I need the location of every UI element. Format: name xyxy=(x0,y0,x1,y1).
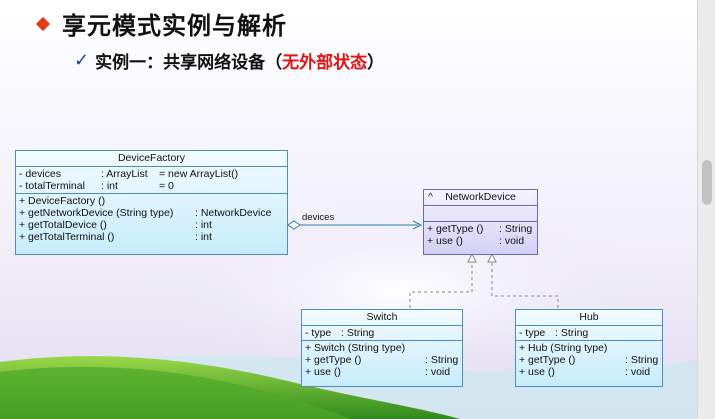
attribute-name: - type xyxy=(519,327,546,339)
operation-row: + getTotalDevice () : int xyxy=(19,219,284,231)
class-networkdevice[interactable]: ^ NetworkDevice + getType () : String + … xyxy=(423,189,538,255)
title-row: 享元模式实例与解析 xyxy=(35,6,287,41)
subtitle-text: 实例一：共享网络设备（ xyxy=(95,53,283,73)
operation-row: + Switch (String type) xyxy=(305,342,459,354)
operation-row: + getNetworkDevice (String type) : Netwo… xyxy=(19,207,284,219)
operation-type: : void xyxy=(625,366,651,378)
attribute-row: - type : String xyxy=(519,327,659,339)
operation-name: + Hub (String type) xyxy=(519,342,608,354)
operation-name: + getType () xyxy=(427,223,484,235)
operation-type: : void xyxy=(425,366,451,378)
class-operations: + getType () : String + use () : void xyxy=(424,222,537,248)
operation-row: + getType () : String xyxy=(519,354,659,366)
operation-type: : int xyxy=(195,219,212,231)
check-mark-icon: ✓ xyxy=(74,50,90,71)
generalization-switch-arrow xyxy=(467,252,477,263)
attribute-name: - devices xyxy=(19,168,62,180)
attribute-init: = 0 xyxy=(159,180,174,192)
operation-type: : String xyxy=(425,354,459,366)
aggregation-diamond xyxy=(287,220,301,230)
attribute-init: = new ArrayList() xyxy=(159,168,239,180)
class-name: Hub xyxy=(516,310,662,326)
class-operations: + Hub (String type) + getType () : Strin… xyxy=(516,341,662,379)
generalization-hub xyxy=(491,262,559,308)
class-name: Switch xyxy=(302,310,462,326)
attribute-type: : ArrayList xyxy=(101,168,148,180)
operation-type: : String xyxy=(499,223,533,235)
class-operations: + Switch (String type) + getType () : St… xyxy=(302,341,462,379)
association-label: devices xyxy=(302,212,334,223)
operation-name: + getTotalDevice () xyxy=(19,219,107,231)
operation-name: + getType () xyxy=(305,354,362,366)
attribute-name: - type xyxy=(305,327,332,339)
attribute-name: - totalTerminal xyxy=(19,180,85,192)
operation-name: + getType () xyxy=(519,354,576,366)
operation-type: : String xyxy=(625,354,659,366)
operation-type: : int xyxy=(195,231,212,243)
class-attributes xyxy=(424,206,537,222)
attribute-type: : String xyxy=(341,327,375,339)
slide: 享元模式实例与解析 ✓ 实例一：共享网络设备（ 无外部状态 ） devices … xyxy=(0,0,697,419)
operation-name: + getTotalTerminal () xyxy=(19,231,115,243)
operation-name: + getNetworkDevice (String type) xyxy=(19,207,174,219)
class-attributes: - type : String xyxy=(302,326,462,341)
operation-name: + use () xyxy=(305,366,341,378)
page-title: 享元模式实例与解析 xyxy=(62,12,287,40)
class-hub[interactable]: Hub - type : String + Hub (String type) … xyxy=(515,309,663,387)
diagram-connectors: devices xyxy=(287,212,559,308)
subtitle-highlight: 无外部状态 xyxy=(282,53,368,73)
interface-stereotype: ^ xyxy=(428,191,433,203)
subtitle-row: ✓ 实例一：共享网络设备（ 无外部状态 ） xyxy=(74,48,384,73)
class-switch[interactable]: Switch - type : String + Switch (String … xyxy=(301,309,463,387)
operation-name: + DeviceFactory () xyxy=(19,195,106,207)
operation-row: + use () : void xyxy=(427,235,534,247)
class-attributes: - devices : ArrayList = new ArrayList() … xyxy=(16,167,287,194)
class-devicefactory[interactable]: DeviceFactory - devices : ArrayList = ne… xyxy=(15,150,288,255)
operation-name: + use () xyxy=(519,366,555,378)
class-header: ^ NetworkDevice xyxy=(424,190,537,206)
scrollbar-thumb[interactable] xyxy=(702,160,712,205)
subtitle-end: ） xyxy=(367,53,385,73)
vertical-scrollbar[interactable] xyxy=(697,0,715,419)
operation-row: + getType () : String xyxy=(427,223,534,235)
attribute-type: : int xyxy=(101,180,118,192)
operation-row: + use () : void xyxy=(519,366,659,378)
operation-row: + use () : void xyxy=(305,366,459,378)
class-name: NetworkDevice xyxy=(445,191,516,203)
operation-row: + Hub (String type) xyxy=(519,342,659,354)
operation-row: + DeviceFactory () xyxy=(19,195,284,207)
operation-type: : void xyxy=(499,235,525,247)
operation-row: + getType () : String xyxy=(305,354,459,366)
operation-name: + use () xyxy=(427,235,463,247)
attribute-row: - devices : ArrayList = new ArrayList() xyxy=(19,168,284,180)
operation-type: : NetworkDevice xyxy=(195,207,272,219)
operation-row: + getTotalTerminal () : int xyxy=(19,231,284,243)
class-name: DeviceFactory xyxy=(16,151,287,167)
class-attributes: - type : String xyxy=(516,326,662,341)
attribute-type: : String xyxy=(555,327,589,339)
operation-name: + Switch (String type) xyxy=(305,342,406,354)
attribute-row: - totalTerminal : int = 0 xyxy=(19,180,284,192)
generalization-hub-arrow xyxy=(487,252,497,263)
class-operations: + DeviceFactory () + getNetworkDevice (S… xyxy=(16,194,287,244)
generalization-switch xyxy=(409,262,473,308)
association-arrow xyxy=(412,220,423,230)
attribute-row: - type : String xyxy=(305,327,459,339)
